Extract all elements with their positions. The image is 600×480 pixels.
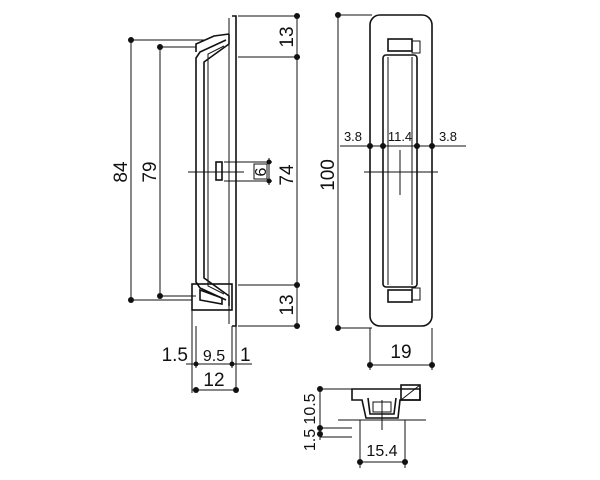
dim-label-total-depth: 12 [203, 370, 224, 391]
dim-label-grip-span: 79 [140, 161, 161, 182]
dim-label-section-height: 10.5 [302, 393, 319, 424]
dim-label-wire: 1 [240, 345, 251, 366]
dim-label-slot-width: 11.4 [388, 129, 412, 144]
dim-79: 79 [140, 44, 196, 299]
center-slot-marker [215, 161, 223, 181]
dim-label-plate-width: 19 [390, 342, 411, 363]
top-end-cap [195, 33, 230, 52]
handle-wire-inner-2 [207, 45, 225, 295]
bottom-end-block [191, 283, 233, 311]
dim-100: 100 [318, 12, 372, 331]
dim-bottom-row: 1.5 9.5 1 12 [162, 310, 252, 393]
dim-19: 19 [367, 328, 435, 370]
side-view [188, 15, 244, 327]
section-clip [400, 384, 421, 401]
dim-label-section-base: 1.5 [302, 429, 319, 451]
dim-label-margin-right: 3.8 [439, 129, 457, 144]
dim-label-section-width: 15.4 [366, 443, 397, 460]
dim-section-height: 10.5 1.5 [302, 386, 352, 451]
front-top-clip-tab [411, 40, 421, 54]
front-plate [369, 14, 433, 327]
handle-wire-inner [195, 39, 227, 301]
dim-6: 6 [224, 158, 272, 185]
dim-label-plate-length: 100 [318, 159, 339, 191]
dim-right-stack: 13 74 13 [238, 13, 300, 329]
front-top-clip [387, 38, 413, 52]
dim-84: 84 [111, 37, 204, 303]
front-bottom-clip-tab [411, 287, 421, 301]
front-bottom-clip [387, 289, 413, 303]
dim-label-slot-height: 6 [253, 167, 270, 176]
dim-label-flange: 1.5 [162, 345, 188, 366]
handle-wire-outer [203, 34, 230, 306]
dim-label-margin-left: 3.8 [344, 129, 362, 144]
side-base-strip [232, 15, 237, 327]
dim-label-top-end: 13 [277, 26, 298, 47]
bottom-end-curl [199, 288, 223, 305]
dim-label-handle-depth: 9.5 [203, 348, 225, 365]
front-handle-body [382, 54, 418, 288]
front-view [364, 14, 438, 327]
dim-label-bottom-end: 13 [277, 294, 298, 315]
section-clip-diag [400, 384, 421, 401]
dim-label-overall-height: 84 [111, 161, 132, 183]
dim-section-width: 15.4 [357, 420, 408, 468]
dim-front-widths: 3.8 11.4 3.8 [340, 129, 466, 149]
dim-label-middle-span: 74 [277, 164, 298, 186]
section-view [338, 384, 426, 430]
